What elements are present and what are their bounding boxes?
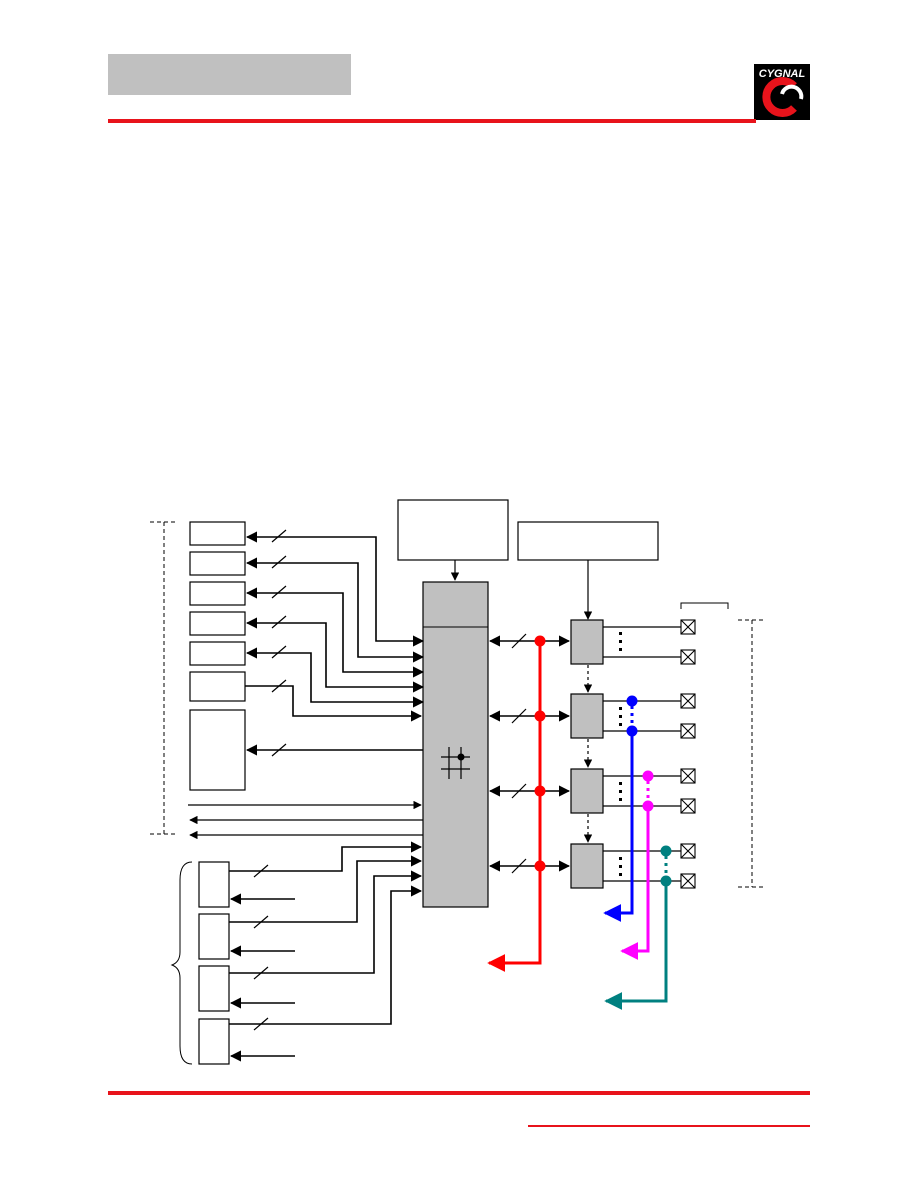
bus-line-3	[245, 587, 425, 678]
pin-pad-icon	[680, 843, 696, 859]
logo-wordmark: CYGNAL	[759, 68, 806, 80]
cygnal-logo: CYGNAL	[754, 64, 810, 120]
crossbar-port-links	[488, 635, 571, 872]
port2-latch	[570, 768, 604, 814]
crossbar-switch-icon	[441, 747, 470, 779]
lower-block-4	[198, 1018, 230, 1065]
port0-bus	[487, 635, 546, 972]
bus-line-1	[245, 531, 425, 647]
peripheral-bus-lines	[245, 531, 425, 756]
footer-underline	[528, 1125, 810, 1127]
header-title-box	[108, 54, 351, 95]
peripheral-block-1	[189, 521, 246, 546]
bus-width-ticks	[271, 529, 287, 757]
pin-pads	[680, 619, 696, 889]
header-rule	[108, 119, 756, 123]
port-pin-ellipsis	[619, 632, 622, 876]
pin-pad-icon	[680, 649, 696, 665]
bus-line-4	[245, 617, 425, 693]
pin-pad-icon	[680, 768, 696, 784]
latch-config-box	[517, 521, 659, 561]
lower-block-2	[198, 913, 230, 960]
crossbar-port-ticks	[511, 633, 527, 874]
single-signal-lines	[188, 800, 423, 840]
priority-decoder-box	[397, 499, 509, 561]
pin-pad-icon	[680, 693, 696, 709]
pin-pad-icon	[680, 723, 696, 739]
lower-block-1	[198, 861, 230, 908]
pin-pad-icon	[680, 873, 696, 889]
internal-peripherals-bracket	[150, 521, 178, 835]
pin-lines	[603, 626, 681, 882]
pin-group-bracket	[680, 602, 729, 609]
digital-crossbar	[422, 581, 489, 908]
peripheral-block-6	[189, 671, 246, 702]
external-pins-bracket	[738, 619, 766, 888]
peripheral-block-4	[189, 611, 246, 636]
footer-rule	[108, 1091, 810, 1095]
peripheral-block-2	[189, 551, 246, 576]
peripheral-block-7	[189, 709, 246, 791]
bus-line-6	[245, 685, 423, 722]
port0-latch	[570, 619, 604, 665]
bus-line-2	[245, 557, 425, 663]
port1-latch	[570, 693, 604, 739]
port3-bus	[604, 845, 672, 1010]
port2-bus	[620, 770, 654, 960]
lower-block-3	[198, 965, 230, 1012]
pin-pad-icon	[680, 619, 696, 635]
bus-line-5	[245, 647, 425, 708]
port1-bus	[603, 695, 638, 922]
peripheral-block-5	[189, 641, 246, 666]
pin-pad-icon	[680, 798, 696, 814]
peripheral-block-3	[189, 581, 246, 606]
lower-bus-ticks	[253, 864, 269, 1031]
lower-blocks-brace	[170, 861, 193, 1065]
lower-bus-lines	[229, 841, 423, 1062]
port3-latch	[570, 843, 604, 889]
